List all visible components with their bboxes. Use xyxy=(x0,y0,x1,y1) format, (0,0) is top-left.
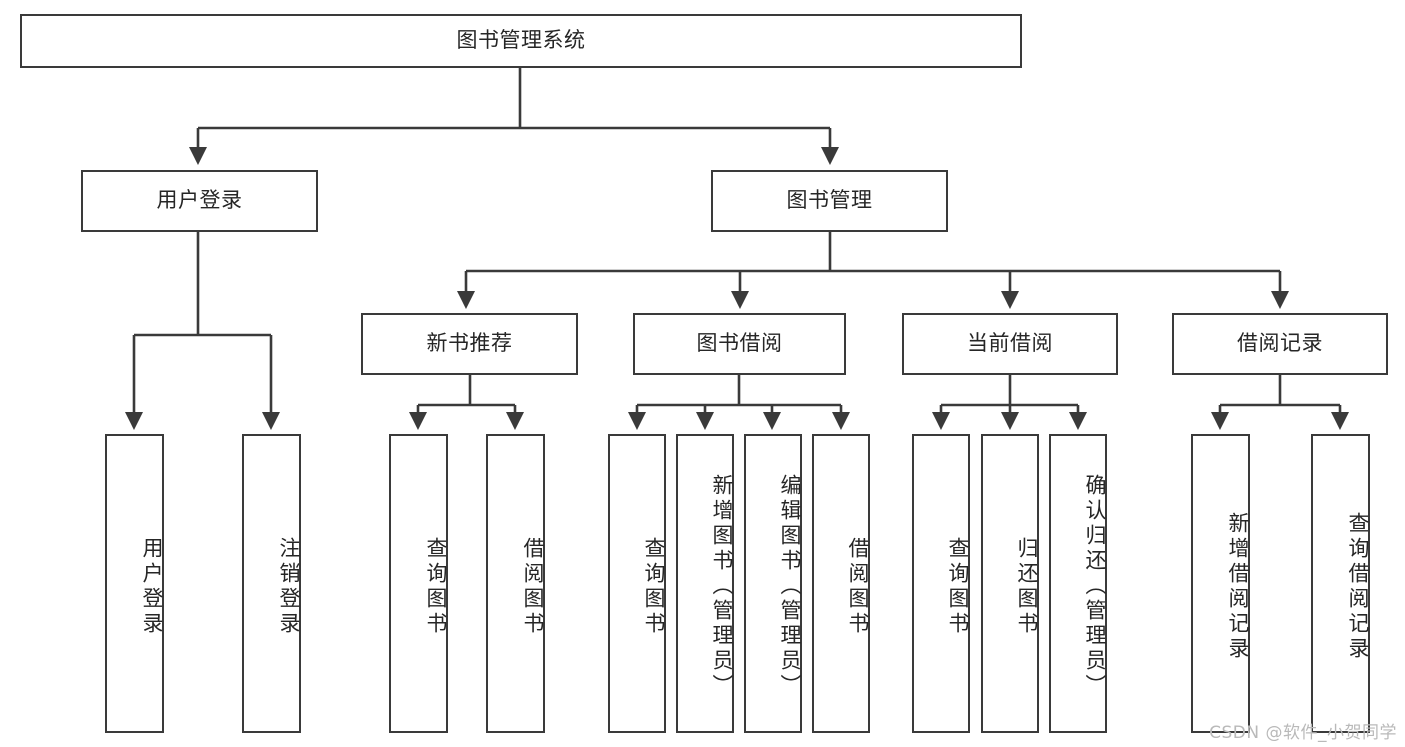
leaf-borrow-record-add-record[interactable]: 新增借阅记录 xyxy=(1191,434,1250,733)
node-book-management[interactable]: 图书管理 xyxy=(711,170,948,232)
node-user-login[interactable]: 用户登录 xyxy=(81,170,318,232)
node-label: 确认归还（管理员） xyxy=(1083,474,1107,699)
node-borrow-record[interactable]: 借阅记录 xyxy=(1172,313,1388,375)
leaf-book-borrow-borrow-book[interactable]: 借阅图书 xyxy=(812,434,870,733)
node-label: 用户登录 xyxy=(140,536,164,637)
node-book-borrow[interactable]: 图书借阅 xyxy=(633,313,846,375)
leaf-book-borrow-query-book[interactable]: 查询图书 xyxy=(608,434,666,733)
node-label: 新书推荐 xyxy=(426,331,513,356)
node-label: 当前借阅 xyxy=(967,331,1053,356)
node-label: 借阅记录 xyxy=(1237,331,1323,356)
leaf-new-book-query-book[interactable]: 查询图书 xyxy=(389,434,448,733)
leaf-user-login-logout[interactable]: 注销登录 xyxy=(242,434,301,733)
leaf-current-borrow-query-book[interactable]: 查询图书 xyxy=(912,434,970,733)
node-new-book-recommend[interactable]: 新书推荐 xyxy=(361,313,578,375)
node-current-borrow[interactable]: 当前借阅 xyxy=(902,313,1118,375)
node-root-book-management-system[interactable]: 图书管理系统 xyxy=(20,14,1022,68)
leaf-new-book-borrow-book[interactable]: 借阅图书 xyxy=(486,434,545,733)
node-label: 查询借阅记录 xyxy=(1346,511,1370,662)
node-label: 查询图书 xyxy=(946,536,970,637)
node-label: 注销登录 xyxy=(277,536,301,637)
csdn-watermark: CSDN @软件_小贺同学 xyxy=(1209,723,1397,743)
leaf-current-borrow-return-book[interactable]: 归还图书 xyxy=(981,434,1039,733)
node-label: 用户登录 xyxy=(156,188,243,213)
leaf-book-borrow-edit-book-admin[interactable]: 编辑图书（管理员） xyxy=(744,434,802,733)
leaf-current-borrow-confirm-return-admin[interactable]: 确认归还（管理员） xyxy=(1049,434,1107,733)
node-label: 图书管理 xyxy=(786,188,873,213)
node-label: 借阅图书 xyxy=(521,536,545,637)
node-label: 图书管理系统 xyxy=(456,28,586,53)
node-label: 编辑图书（管理员） xyxy=(778,474,802,699)
node-label: 图书借阅 xyxy=(696,331,783,356)
leaf-borrow-record-query-record[interactable]: 查询借阅记录 xyxy=(1311,434,1370,733)
node-label: 查询图书 xyxy=(424,536,448,637)
leaf-book-borrow-add-book-admin[interactable]: 新增图书（管理员） xyxy=(676,434,734,733)
node-label: 新增借阅记录 xyxy=(1226,511,1250,662)
node-label: 借阅图书 xyxy=(846,536,870,637)
node-label: 新增图书（管理员） xyxy=(710,474,734,699)
node-label: 归还图书 xyxy=(1015,536,1039,637)
leaf-user-login-login[interactable]: 用户登录 xyxy=(105,434,164,733)
node-label: 查询图书 xyxy=(642,536,666,637)
